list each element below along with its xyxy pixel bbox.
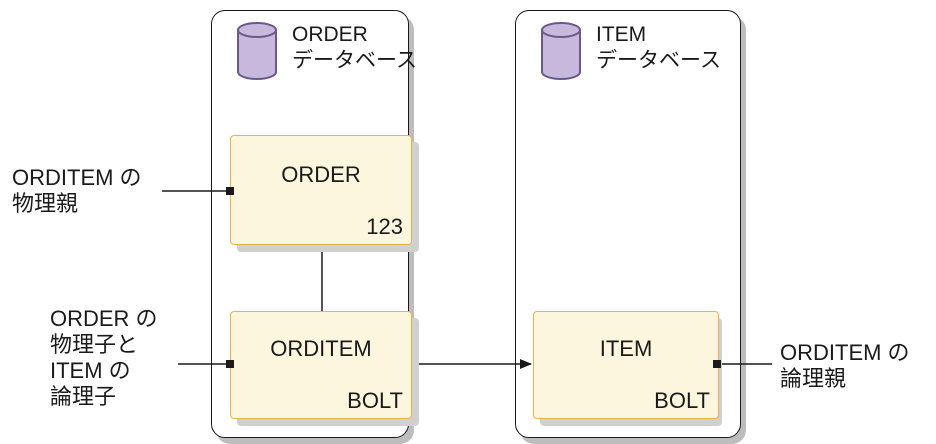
orditem-logical-parent-label: ORDITEM の 論理親 (780, 340, 910, 392)
label-line: ITEM の (50, 358, 131, 383)
item-segment: ITEM BOLT (533, 311, 719, 419)
order-database-label: ORDER データベース (292, 22, 417, 74)
physical-parent-connector (226, 187, 234, 195)
logical-parent-connector (713, 360, 721, 368)
item-database-label: ITEM データベース (596, 22, 721, 74)
order-segment: ORDER 123 (230, 135, 412, 245)
order-database-suffix: データベース (292, 49, 417, 72)
order-segment-value: 123 (366, 214, 403, 239)
database-icon (237, 22, 277, 80)
item-segment-value: BOLT (654, 388, 710, 413)
label-line: 論理親 (780, 366, 847, 391)
label-line: ORDITEM の (780, 340, 910, 365)
label-line: 物理親 (12, 191, 79, 216)
database-icon (541, 22, 581, 80)
orditem-segment: ORDITEM BOLT (230, 311, 412, 419)
order-database-name: ORDER (292, 23, 368, 46)
order-physical-child-label: ORDER の 物理子と ITEM の 論理子 (50, 306, 158, 410)
item-segment-name: ITEM (599, 336, 653, 361)
label-line: 物理子と (50, 332, 139, 357)
item-database-name: ITEM (596, 23, 647, 46)
physical-child-connector (226, 360, 234, 368)
item-database-suffix: データベース (596, 49, 721, 72)
label-line: ORDITEM の (12, 165, 142, 190)
order-segment-name: ORDER (281, 162, 361, 187)
orditem-segment-name: ORDITEM (270, 336, 372, 361)
label-line: ORDER の (50, 306, 158, 331)
label-line: 論理子 (50, 384, 117, 409)
orditem-segment-value: BOLT (347, 388, 403, 413)
orditem-physical-parent-label: ORDITEM の 物理親 (12, 165, 142, 217)
